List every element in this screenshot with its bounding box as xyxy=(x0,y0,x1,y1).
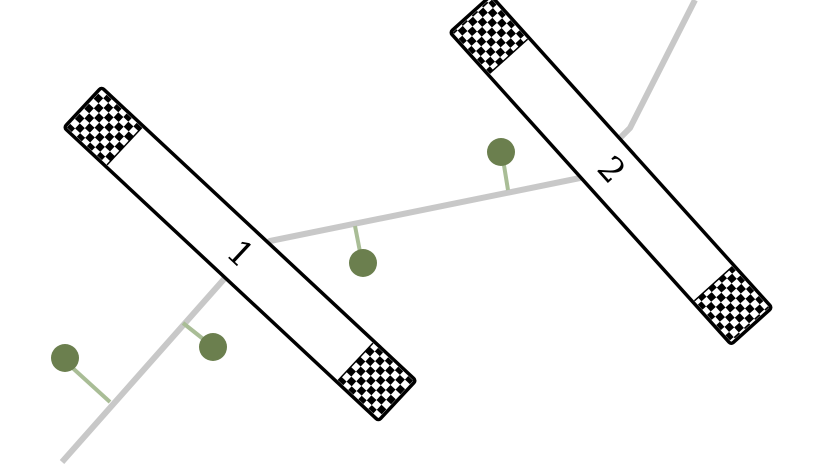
track-line xyxy=(59,0,698,464)
checkered-end-icon xyxy=(694,266,770,342)
marker-dot-icon[interactable] xyxy=(51,344,79,372)
gate-body xyxy=(63,86,417,422)
checkered-end-icon xyxy=(66,90,142,165)
gate-1[interactable]: 1 xyxy=(63,86,417,422)
gate-2[interactable]: 2 xyxy=(449,0,773,345)
marker-dot-icon[interactable] xyxy=(349,249,377,277)
checkered-end-icon xyxy=(452,0,528,74)
gate-body xyxy=(449,0,773,345)
marker-dot-icon[interactable] xyxy=(199,333,227,361)
markers xyxy=(51,138,515,372)
checkered-end-icon xyxy=(338,343,414,418)
marker-dot-icon[interactable] xyxy=(487,138,515,166)
